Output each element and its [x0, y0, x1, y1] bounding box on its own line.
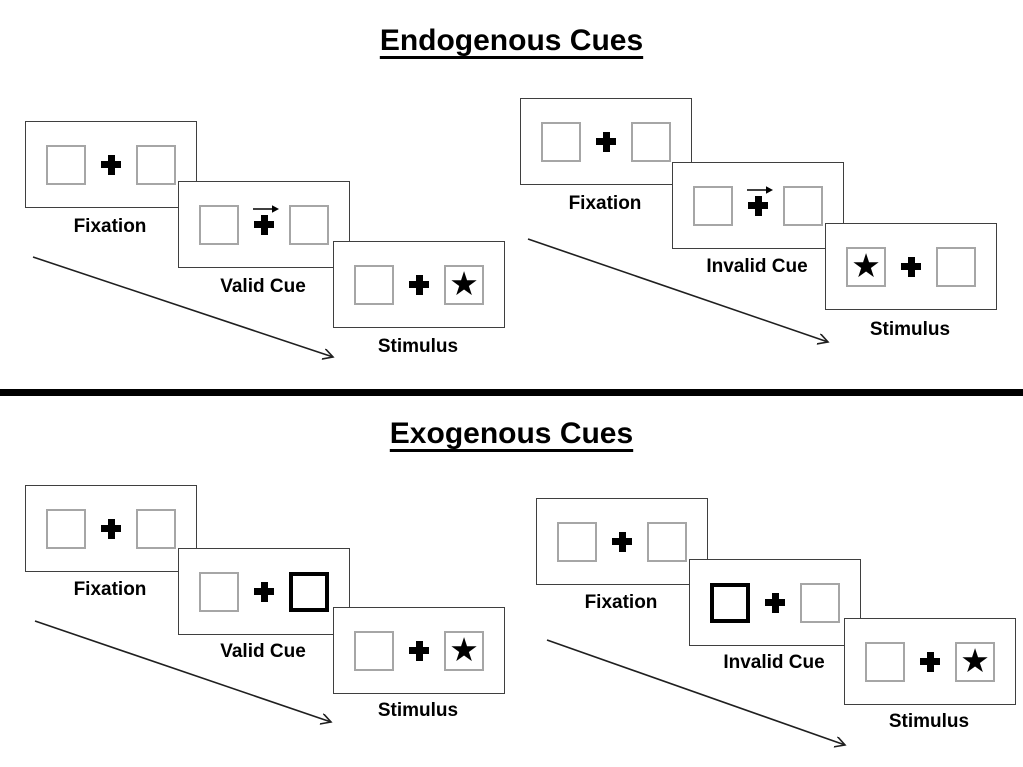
stimulus-panel: ★ — [333, 607, 505, 694]
fixation-cross-icon — [253, 204, 279, 235]
left-box — [354, 630, 394, 671]
right-box-with-star: ★ — [444, 630, 484, 671]
stimulus-panel: ★ — [825, 223, 997, 310]
right-box — [289, 204, 329, 245]
fixation-cross-icon — [901, 256, 921, 277]
right-box — [800, 582, 840, 623]
fixation-cross-icon — [612, 531, 632, 552]
right-box — [136, 144, 176, 185]
fixation-cross-icon — [101, 518, 121, 539]
invalid-cue-panel — [672, 162, 844, 249]
step-label: Stimulus — [377, 336, 459, 357]
step-label: Fixation — [568, 193, 642, 214]
section-title-text: Endogenous Cues — [379, 24, 644, 57]
fixation-cross-icon — [920, 651, 940, 672]
fixation-cross-icon — [596, 131, 616, 152]
left-box-highlight-cue — [710, 582, 750, 623]
left-box — [199, 571, 239, 612]
step-label: Valid Cue — [220, 276, 306, 297]
left-box — [865, 641, 905, 682]
left-box — [46, 144, 86, 185]
fixation-cross-icon — [101, 154, 121, 175]
stimulus-panel: ★ — [844, 618, 1016, 705]
cue-arrow-right-icon — [747, 185, 773, 194]
right-box — [936, 246, 976, 287]
right-box — [631, 121, 671, 162]
cue-arrow-right-icon — [253, 204, 279, 213]
fixation-cross-icon — [765, 592, 785, 613]
fixation-panel — [25, 485, 197, 572]
fixation-panel — [25, 121, 197, 208]
right-box — [783, 185, 823, 226]
left-box — [693, 185, 733, 226]
left-box-with-star: ★ — [846, 246, 886, 287]
sequence-arrow-exogenous-valid — [34, 620, 331, 722]
step-label: Stimulus — [888, 711, 970, 732]
step-label: Fixation — [73, 579, 147, 600]
right-box-with-star: ★ — [955, 641, 995, 682]
right-box-with-star: ★ — [444, 264, 484, 305]
section-title-text: Exogenous Cues — [389, 417, 634, 450]
fixation-cross-icon — [254, 581, 274, 602]
left-box — [46, 508, 86, 549]
section-divider — [0, 389, 1023, 396]
star-icon: ★ — [449, 265, 479, 302]
fixation-cross-icon — [747, 185, 773, 216]
star-icon: ★ — [960, 642, 990, 679]
right-box — [136, 508, 176, 549]
fixation-cross-icon — [409, 640, 429, 661]
star-icon: ★ — [851, 247, 881, 284]
step-label: Invalid Cue — [723, 652, 825, 673]
left-box — [199, 204, 239, 245]
step-label: Stimulus — [377, 700, 459, 721]
right-box — [647, 521, 687, 562]
step-label: Fixation — [584, 592, 658, 613]
right-box-highlight-cue — [289, 571, 329, 612]
left-box — [557, 521, 597, 562]
left-box — [541, 121, 581, 162]
star-icon: ★ — [449, 631, 479, 668]
sequence-arrow-endogenous-valid — [32, 256, 333, 357]
valid-cue-panel — [178, 548, 350, 635]
stimulus-panel: ★ — [333, 241, 505, 328]
left-box — [354, 264, 394, 305]
valid-cue-panel — [178, 181, 350, 268]
fixation-panel — [520, 98, 692, 185]
section-title-exogenous: Exogenous Cues — [0, 417, 1023, 451]
step-label: Stimulus — [869, 319, 951, 340]
section-title-endogenous: Endogenous Cues — [0, 24, 1023, 58]
step-label: Fixation — [73, 216, 147, 237]
fixation-cross-icon — [409, 274, 429, 295]
step-label: Valid Cue — [220, 641, 306, 662]
sequence-arrow-exogenous-invalid — [546, 639, 845, 745]
sequence-arrow-endogenous-invalid — [527, 238, 828, 342]
invalid-cue-panel — [689, 559, 861, 646]
step-label: Invalid Cue — [706, 256, 808, 277]
fixation-panel — [536, 498, 708, 585]
